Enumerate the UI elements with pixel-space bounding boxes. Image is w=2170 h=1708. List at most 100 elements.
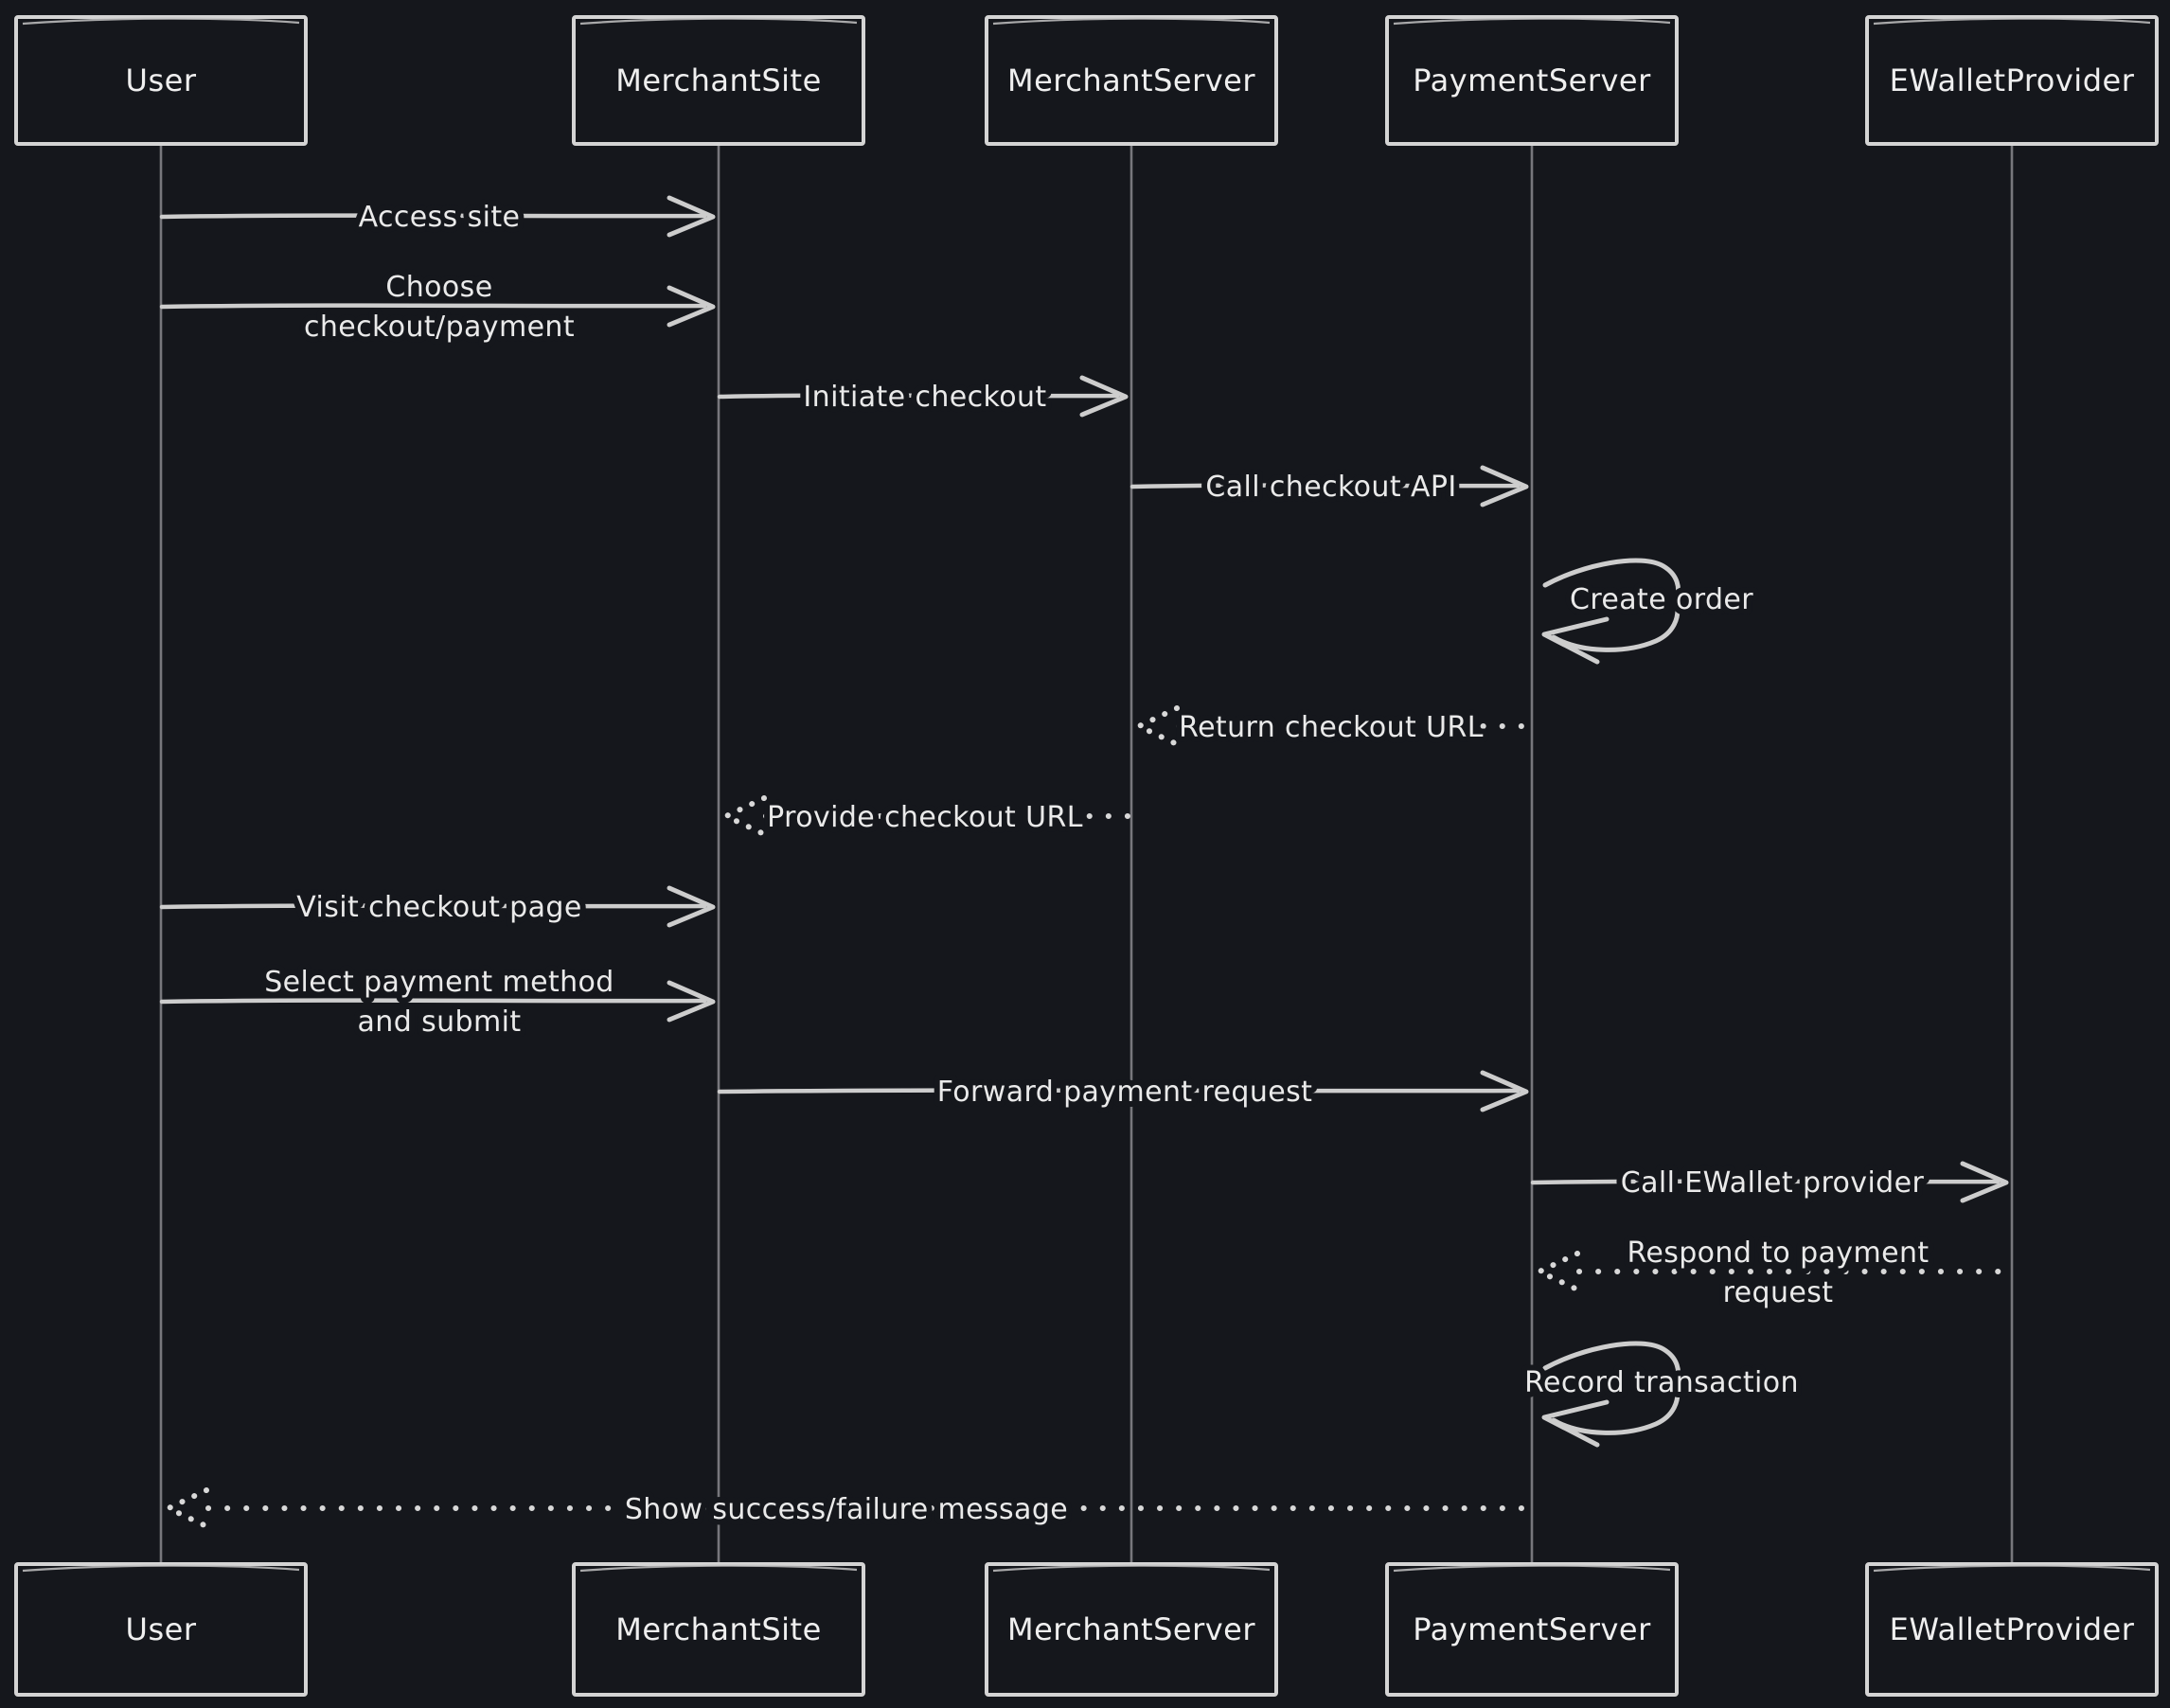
actor-top-merchantsite: MerchantSite xyxy=(572,15,865,146)
actor-box-sketch-edge xyxy=(1393,17,1671,26)
message-line xyxy=(717,1088,1521,1094)
arrowhead-icon xyxy=(667,980,716,1023)
actor-box-sketch-edge xyxy=(992,17,1271,26)
arrowhead-icon xyxy=(667,885,716,928)
message-label: and submit xyxy=(358,1005,522,1039)
arrowhead-icon xyxy=(1960,1161,2009,1203)
message-line xyxy=(1129,483,1521,489)
arrowhead-icon xyxy=(667,285,716,328)
lifelines xyxy=(159,144,2014,1564)
actor-name: PaymentServer xyxy=(1413,1611,1651,1647)
dotted-arrowhead-icon xyxy=(162,1487,209,1529)
actor-box-sketch-edge xyxy=(992,1564,1271,1573)
selfloop-bottom-line xyxy=(1551,597,1681,652)
message-line xyxy=(159,998,707,1005)
actor-bottom-paymentserver: PaymentServer xyxy=(1385,1562,1679,1697)
dotted-arrowhead-icon xyxy=(720,795,767,837)
actor-bottom-merchantserver: MerchantServer xyxy=(985,1562,1278,1697)
message-label: Choose xyxy=(385,271,492,304)
message-label: Initiate checkout xyxy=(803,381,1046,414)
actor-row-top: User MerchantSite MerchantServer Payment… xyxy=(14,15,2159,146)
message-label: Respond to payment xyxy=(1627,1237,1929,1270)
actor-box xyxy=(985,15,1278,146)
message-access-site: Access site xyxy=(159,195,716,240)
message-label: Create order xyxy=(1570,583,1753,616)
actor-top-merchantserver: MerchantServer xyxy=(985,15,1278,146)
actor-name: PaymentServer xyxy=(1413,62,1651,98)
message-label: Return checkout URL xyxy=(1179,711,1484,744)
actor-box-sketch-edge xyxy=(22,1564,300,1573)
actor-name: MerchantServer xyxy=(1007,62,1255,98)
actor-box-sketch-edge xyxy=(1393,1564,1671,1573)
actor-name: EWalletProvider xyxy=(1890,62,2135,98)
message-call-ewallet-provider: Call EWallet provider xyxy=(1530,1161,2009,1205)
dotted-arrowhead-icon xyxy=(1132,705,1180,747)
message-respond-to-payment-request: Respond to payment request xyxy=(1533,1231,2011,1315)
message-initiate-checkout: Initiate checkout xyxy=(717,375,1129,419)
actor-box-sketch-edge xyxy=(579,1564,858,1573)
message-visit-checkout-page: Visit checkout page xyxy=(159,885,716,930)
message-line xyxy=(159,303,707,310)
message-label: request xyxy=(1723,1276,1834,1309)
message-forward-payment-request: Forward payment request xyxy=(717,1070,1529,1114)
actor-top-ewalletprovider: EWalletProvider xyxy=(1865,15,2159,146)
message-select-payment-method: Select payment method and submit xyxy=(159,960,716,1044)
arrowhead-icon xyxy=(1541,1399,1610,1448)
actor-row-bottom: User MerchantSite MerchantServer Payment… xyxy=(14,1562,2159,1697)
message-label: Call EWallet provider xyxy=(1621,1166,1925,1200)
arrowhead-icon xyxy=(1480,465,1529,507)
actor-box xyxy=(1385,1562,1679,1697)
actor-box-sketch-edge xyxy=(579,17,858,26)
message-line xyxy=(159,903,707,910)
actor-name: User xyxy=(126,62,197,98)
actor-box-sketch-edge xyxy=(1873,17,2151,26)
arrowhead-icon xyxy=(1079,375,1129,418)
dotted-arrowhead-icon xyxy=(1533,1251,1580,1292)
selfloop-top-line xyxy=(1542,558,1681,603)
message-label: checkout/payment xyxy=(304,311,575,344)
actor-box xyxy=(14,15,308,146)
message-line xyxy=(1530,1179,2001,1185)
actor-box xyxy=(572,1562,865,1697)
message-label: Visit checkout page xyxy=(296,891,581,924)
actor-name: MerchantSite xyxy=(615,1611,822,1647)
actor-box xyxy=(1865,1562,2159,1697)
actor-top-user: User xyxy=(14,15,308,146)
arrowhead-icon xyxy=(1480,1070,1529,1112)
message-label: Provide checkout URL xyxy=(767,801,1083,834)
message-show-success-failure: Show success/failure message xyxy=(162,1487,1531,1532)
message-label: Record transaction xyxy=(1524,1366,1799,1399)
actor-name: User xyxy=(126,1611,197,1647)
actor-box-sketch-edge xyxy=(1873,1564,2151,1573)
actor-box xyxy=(14,1562,308,1697)
message-provide-checkout-url: Provide checkout URL xyxy=(720,795,1130,840)
actor-top-paymentserver: PaymentServer xyxy=(1385,15,1679,146)
message-line xyxy=(717,393,1120,400)
arrowhead-icon xyxy=(667,195,716,238)
actor-bottom-merchantsite: MerchantSite xyxy=(572,1562,865,1697)
message-label: Access site xyxy=(359,201,521,234)
actor-name: MerchantServer xyxy=(1007,1611,1255,1647)
actor-box xyxy=(985,1562,1278,1697)
arrowhead-icon xyxy=(1541,616,1610,665)
message-label: Call checkout API xyxy=(1205,471,1456,504)
message-label: Show success/failure message xyxy=(625,1493,1068,1526)
actor-name: MerchantSite xyxy=(615,62,822,98)
message-create-order-selfloop: Create order xyxy=(1541,558,1759,665)
message-return-checkout-url: Return checkout URL xyxy=(1132,705,1531,750)
actor-box xyxy=(1865,15,2159,146)
message-choose-checkout-payment: Choose checkout/payment xyxy=(159,265,716,349)
message-label: Forward payment request xyxy=(937,1076,1313,1109)
actor-name: EWalletProvider xyxy=(1890,1611,2135,1647)
actor-box xyxy=(1385,15,1679,146)
actor-bottom-ewalletprovider: EWalletProvider xyxy=(1865,1562,2159,1697)
actor-box xyxy=(572,15,865,146)
selfloop-top-line xyxy=(1542,1341,1681,1386)
message-call-checkout-api: Call checkout API xyxy=(1129,465,1529,509)
selfloop-bottom-line xyxy=(1551,1380,1681,1435)
message-line xyxy=(159,213,707,220)
message-record-transaction-selfloop: Record transaction xyxy=(1519,1341,1805,1448)
actor-box-sketch-edge xyxy=(22,17,300,26)
